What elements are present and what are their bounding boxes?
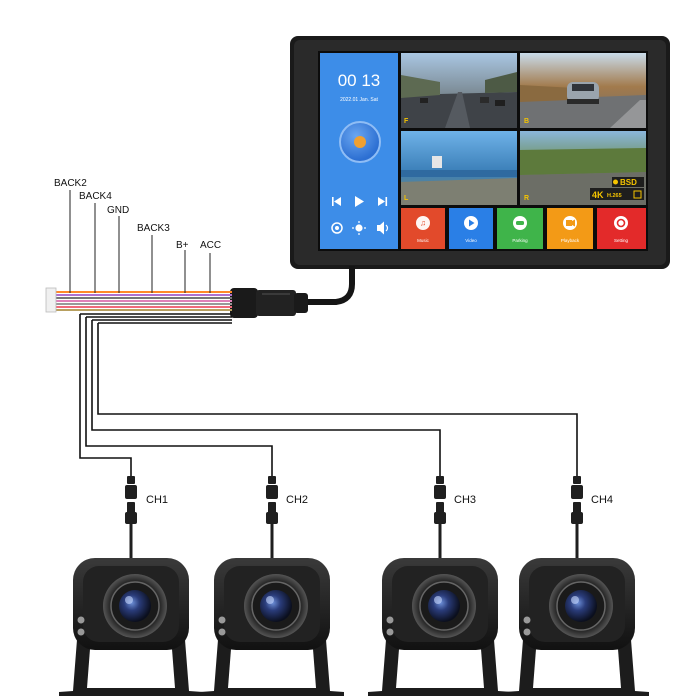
record-icon[interactable] bbox=[331, 222, 343, 234]
camera-wiring bbox=[79, 314, 578, 478]
bsd-badge: BSD bbox=[620, 178, 637, 187]
app-music-button[interactable]: ♫ Music bbox=[401, 208, 445, 249]
app-parking-label: Parking bbox=[512, 238, 528, 243]
view-front-label: F bbox=[404, 118, 409, 125]
monitor-cable bbox=[306, 266, 355, 305]
view-right[interactable]: R BSD 4K H.265 bbox=[520, 131, 646, 205]
bsd-icon bbox=[613, 179, 618, 185]
camera-ch3 bbox=[367, 557, 513, 697]
view-left-label: L bbox=[404, 195, 409, 202]
wire-harness bbox=[45, 287, 232, 324]
app-music-label: Music bbox=[417, 238, 430, 243]
music-icon bbox=[416, 216, 430, 230]
label-leaders bbox=[69, 190, 211, 293]
app-video-button[interactable]: Video bbox=[449, 208, 493, 249]
play-icon[interactable] bbox=[355, 196, 364, 207]
camera-connectors bbox=[125, 476, 583, 558]
label-back4: BACK4 bbox=[79, 191, 112, 202]
app-parking-button[interactable]: Parking bbox=[497, 208, 543, 249]
app-setting-button[interactable]: Setting bbox=[597, 208, 646, 249]
app-bar: ♫ Music Video Parking Playback bbox=[401, 208, 646, 249]
camera-ch4 bbox=[504, 557, 650, 697]
label-back2: BACK2 bbox=[54, 178, 87, 189]
camera-ch1 bbox=[58, 557, 204, 697]
camera-ch2 bbox=[199, 557, 345, 697]
view-front[interactable]: F bbox=[401, 53, 517, 128]
clock-time: 00 13 bbox=[338, 71, 381, 90]
label-acc: ACC bbox=[200, 240, 221, 251]
view-back[interactable]: B bbox=[520, 53, 646, 128]
app-playback-button[interactable]: Playback bbox=[547, 208, 593, 249]
prev-icon[interactable] bbox=[332, 197, 341, 206]
main-connector bbox=[230, 288, 308, 318]
clock-panel: 00 13 2022.01 Jan. Sat bbox=[320, 53, 398, 249]
app-video-label: Video bbox=[465, 238, 477, 243]
view-right-label: R bbox=[524, 195, 529, 202]
channel-label-ch2: CH2 bbox=[286, 494, 308, 506]
svg-text:♫: ♫ bbox=[420, 219, 426, 228]
view-left[interactable]: L bbox=[401, 131, 517, 205]
clock-date: 2022.01 Jan. Sat bbox=[340, 97, 378, 103]
label-back3: BACK3 bbox=[137, 223, 170, 234]
channel-label-ch1: CH1 bbox=[146, 494, 168, 506]
4k-badge: 4K bbox=[592, 190, 604, 200]
view-back-label: B bbox=[524, 118, 529, 125]
next-icon[interactable] bbox=[378, 197, 388, 206]
channel-label-ch4: CH4 bbox=[591, 494, 613, 506]
knob-center-icon bbox=[354, 136, 366, 148]
app-playback-label: Playback bbox=[561, 238, 580, 243]
codec-badge: H.265 bbox=[607, 193, 622, 199]
setting-gear-icon bbox=[614, 216, 628, 230]
monitor: 00 13 2022.01 Jan. Sat bbox=[290, 36, 670, 269]
speaker-icon[interactable] bbox=[377, 221, 389, 235]
channel-label-ch3: CH3 bbox=[454, 494, 476, 506]
app-setting-label: Setting bbox=[614, 238, 629, 243]
sd-card-icon bbox=[633, 190, 642, 199]
label-bplus: B+ bbox=[176, 240, 189, 251]
label-gnd: GND bbox=[107, 205, 129, 216]
brightness-icon[interactable] bbox=[352, 221, 366, 235]
